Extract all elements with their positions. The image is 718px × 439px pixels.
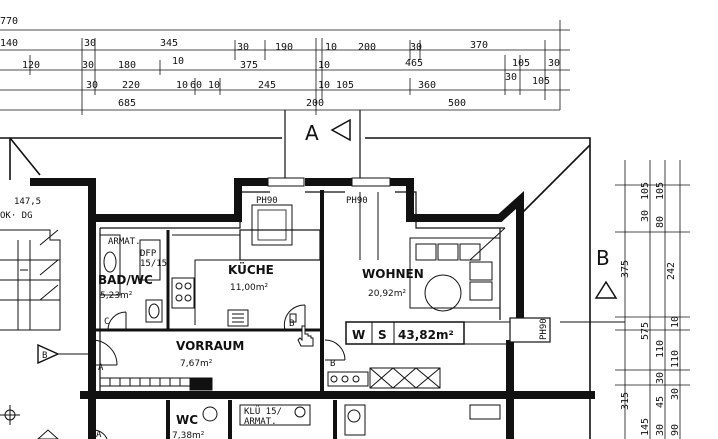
dim-right-10: 110 xyxy=(670,350,681,368)
hall-name: VORRAUM xyxy=(176,339,244,353)
wc-area: 7,38m² xyxy=(172,431,205,439)
dim-row4-2: 500 xyxy=(448,98,466,109)
hand-cursor-icon xyxy=(297,325,314,347)
dim-row1-3: 30 xyxy=(237,42,249,53)
ph90-left: PH90 xyxy=(256,196,278,206)
door-label-c: C xyxy=(104,317,109,327)
wc-name: WC xyxy=(176,413,198,427)
door-label-a: A xyxy=(98,363,104,373)
dim-row2-7: 105 xyxy=(512,58,530,69)
walls xyxy=(30,178,595,439)
inner-walls xyxy=(99,191,505,395)
dim-right-14: 145 xyxy=(640,418,651,436)
area-box-value: 43,82m² xyxy=(398,328,454,342)
apartment-area-box: W S 43,82m² xyxy=(345,321,511,345)
hall-area: 7,67m² xyxy=(180,359,213,369)
kitchen-area: 11,00m² xyxy=(230,283,269,293)
dim-row1-5: 10 xyxy=(325,42,337,53)
dim-row1-1: 30 xyxy=(84,38,96,49)
dimension-lines xyxy=(0,20,690,439)
dim-row2-3: 10 xyxy=(172,56,184,67)
dim-row0-0: 770 xyxy=(0,16,18,27)
door-label-b3: B xyxy=(42,351,47,361)
hall-fixtures xyxy=(37,339,441,391)
dim-right-4: 105 xyxy=(655,182,666,200)
bath-note-armat: ARMAT. xyxy=(108,237,141,247)
area-box-s: S xyxy=(378,328,387,342)
dim-right-5: 242 xyxy=(666,262,677,280)
dim-row3-2: 10 xyxy=(176,80,188,91)
lower-rooms xyxy=(0,400,501,439)
dim-right-16: 90 xyxy=(670,424,681,436)
dim-row3-4: 10 xyxy=(208,80,220,91)
dim-right-8: 10 xyxy=(670,316,681,328)
dimension-texts-top: 770 140 30 345 30 190 10 200 30 370 120 … xyxy=(0,16,560,109)
dim-row3-1: 220 xyxy=(122,80,140,91)
dim-right-9: 30 xyxy=(655,372,666,384)
dim-row2-0: 120 xyxy=(22,60,40,71)
area-box-w: W xyxy=(352,328,365,342)
dim-row2-8: 30 xyxy=(548,58,560,69)
ph90-mid: PH90 xyxy=(346,196,368,206)
ph90-doors: PH90 PH90 PH90 xyxy=(251,177,551,343)
dim-right-12: 30 xyxy=(670,388,681,400)
dim-row3-6: 10 xyxy=(318,80,330,91)
dim-row4-0: 685 xyxy=(118,98,136,109)
dim-right-6: 575 xyxy=(640,322,651,340)
dim-row2-5: 10 xyxy=(318,60,330,71)
dim-row3-8: 360 xyxy=(418,80,436,91)
stair-level-value: 147,5 xyxy=(14,197,41,207)
dim-right-13: 315 xyxy=(620,392,631,410)
bath-name: BAD/WC xyxy=(98,273,153,287)
lower-note-klue: KLÜ 15/ xyxy=(244,406,282,417)
section-b-label: B xyxy=(596,246,610,270)
living-area: 20,92m² xyxy=(368,289,407,299)
dim-right-2: 375 xyxy=(620,260,631,278)
dim-row1-0: 140 xyxy=(0,38,18,49)
ph90-right: PH90 xyxy=(539,318,549,340)
dim-right-3: 80 xyxy=(655,216,666,228)
bath-note-size: 15/15 xyxy=(140,259,167,269)
dim-row3-3: 60 xyxy=(190,80,202,91)
dim-row1-7: 30 xyxy=(410,42,422,53)
door-label-b2: B xyxy=(330,359,335,369)
bathroom-fixtures xyxy=(99,234,163,331)
dim-row1-8: 370 xyxy=(470,40,488,51)
dim-row2-6: 465 xyxy=(405,58,423,69)
dim-row3-10: 105 xyxy=(532,76,550,87)
dim-right-11: 45 xyxy=(655,396,666,408)
dim-right-1: 105 xyxy=(640,182,651,200)
dim-right-0: 30 xyxy=(640,210,651,222)
living-fixtures xyxy=(359,192,506,312)
living-name: WOHNEN xyxy=(362,267,424,281)
lower-note-armat: ARMAT. xyxy=(244,417,277,427)
dim-row2-4: 375 xyxy=(240,60,258,71)
bath-area: 5,23m² xyxy=(100,291,133,301)
dim-right-7: 110 xyxy=(655,340,666,358)
dim-row3-7: 105 xyxy=(336,80,354,91)
section-marker-b: B xyxy=(560,246,625,323)
door-label-b: B xyxy=(289,319,294,329)
dim-row3-5: 245 xyxy=(258,80,276,91)
dim-row3-0: 30 xyxy=(86,80,98,91)
roof-outline xyxy=(0,137,591,439)
dim-right-15: 30 xyxy=(655,424,666,436)
dim-row2-1: 30 xyxy=(82,60,94,71)
kitchen-fixtures xyxy=(171,234,306,331)
dim-row1-6: 200 xyxy=(358,42,376,53)
dim-row4-1: 200 xyxy=(306,98,324,109)
dim-row1-2: 345 xyxy=(160,38,178,49)
bath-note-dfp: DFP xyxy=(140,249,157,259)
dimension-texts-right: 30 105 375 80 105 242 575 110 10 30 110 … xyxy=(620,182,681,436)
door-label-a2: A xyxy=(96,430,102,439)
stair xyxy=(0,229,61,331)
section-marker-a: A xyxy=(284,110,361,180)
dim-row3-9: 30 xyxy=(505,72,517,83)
stair-level-label: OK· DG xyxy=(0,211,33,221)
kitchen-name: KÜCHE xyxy=(228,262,274,277)
section-a-label: A xyxy=(305,121,319,145)
dim-row1-4: 190 xyxy=(275,42,293,53)
dim-row2-2: 180 xyxy=(118,60,136,71)
